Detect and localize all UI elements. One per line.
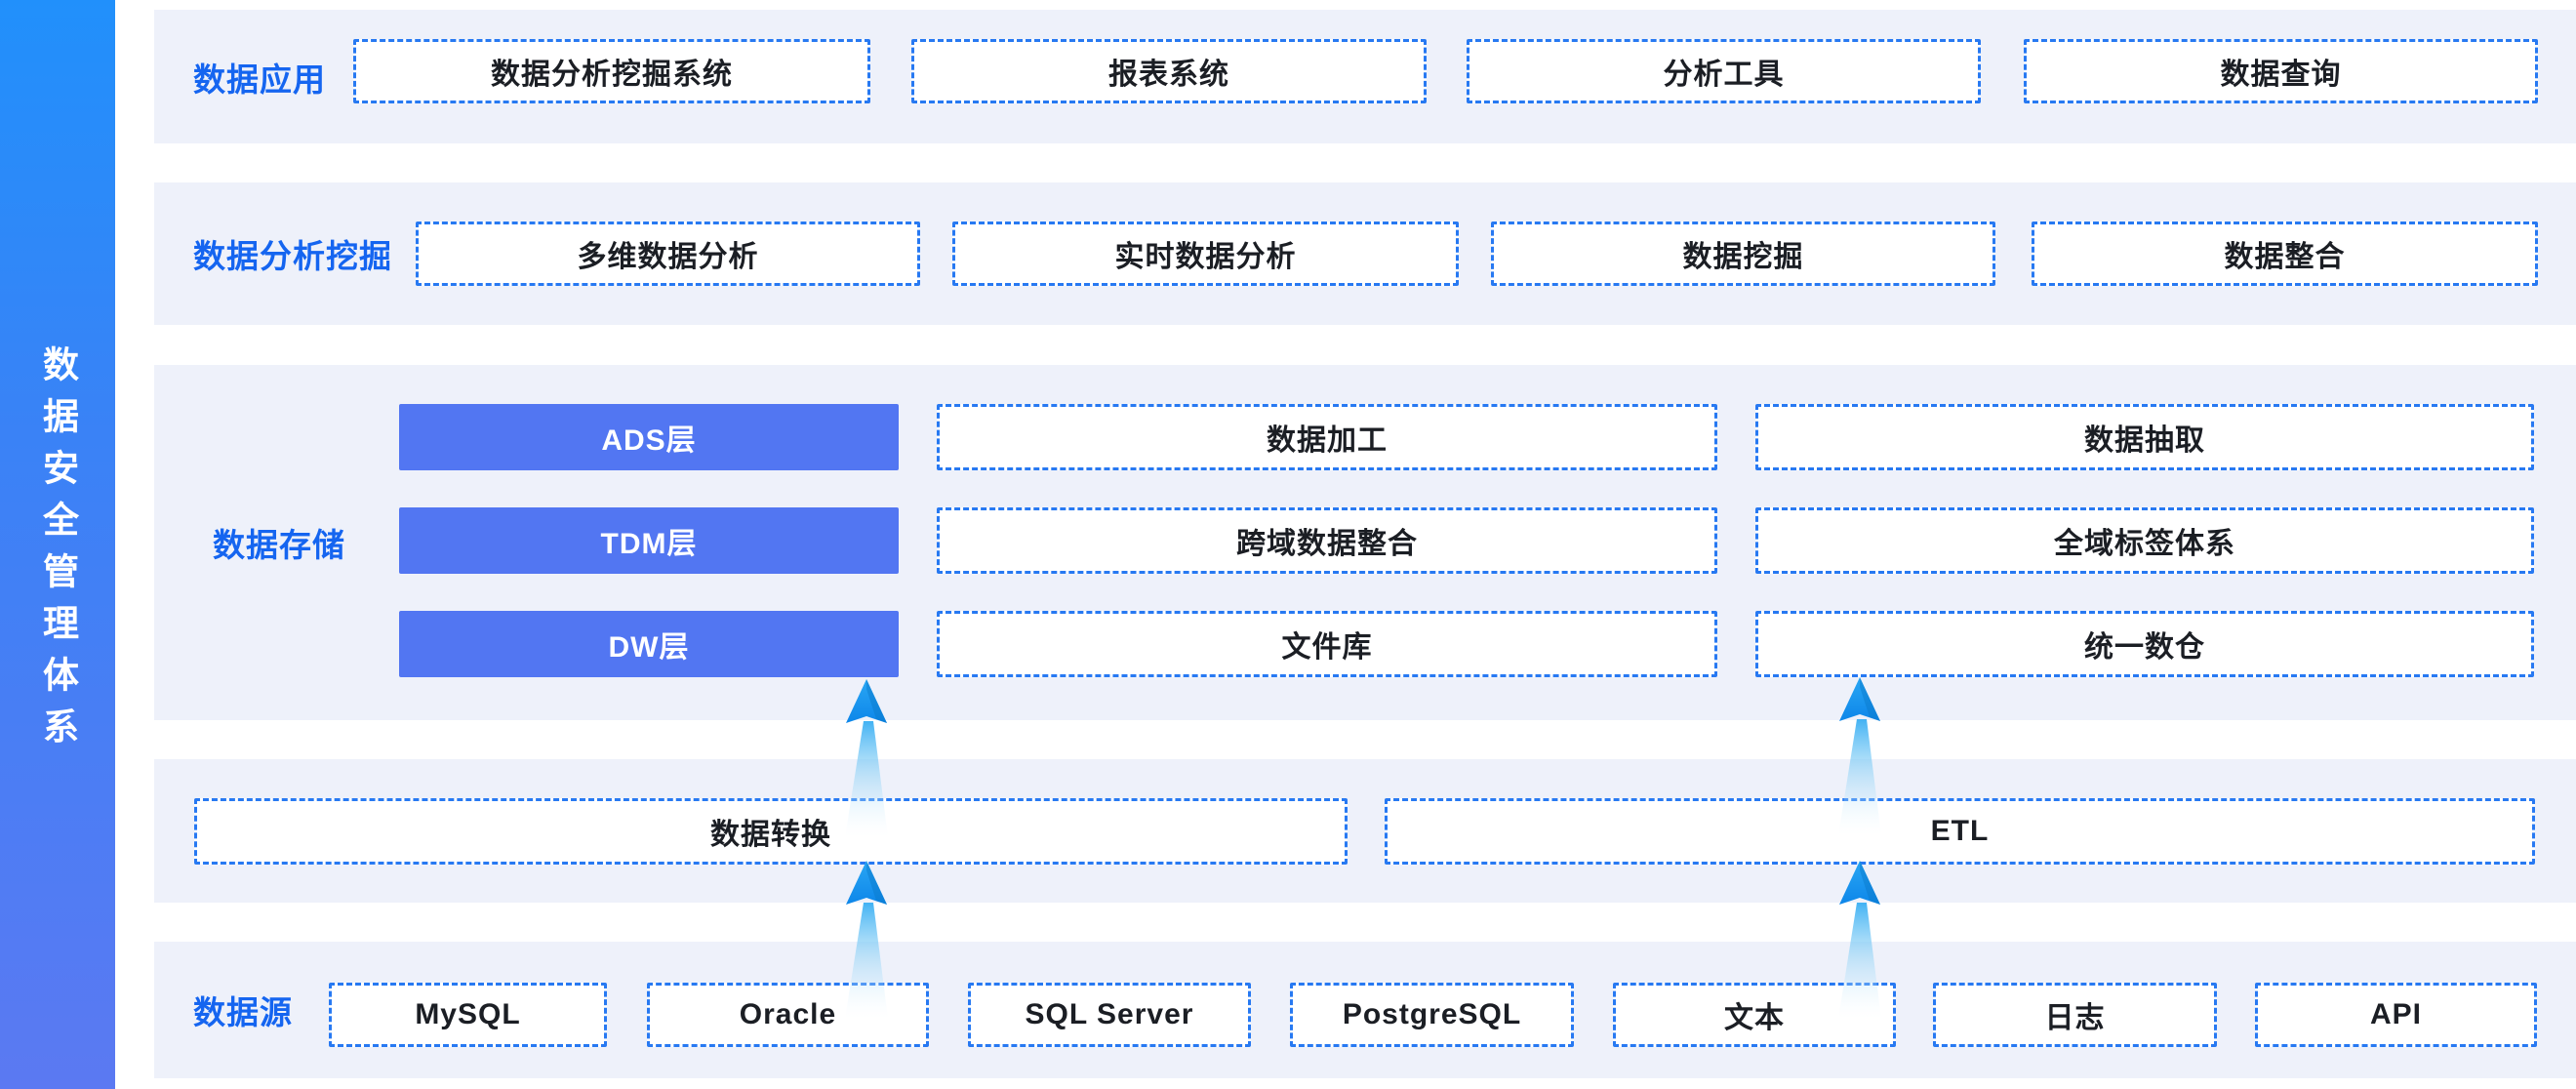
box-unified-warehouse: 统一数仓 (1755, 611, 2534, 677)
box-log-source: 日志 (1933, 983, 2217, 1047)
box-data-processing: 数据加工 (937, 404, 1717, 470)
box-data-extraction: 数据抽取 (1755, 404, 2534, 470)
box-tdm-layer: TDM层 (399, 507, 899, 574)
box-etl: ETL (1385, 798, 2535, 865)
box-global-tag-system: 全域标签体系 (1755, 507, 2534, 574)
box-realtime-analysis: 实时数据分析 (952, 222, 1459, 286)
security-system-banner: 数据安全管理体系 (0, 0, 115, 1089)
layer-label-application: 数据应用 (193, 60, 326, 98)
box-analysis-tools: 分析工具 (1467, 39, 1981, 103)
box-data-mining: 数据挖掘 (1491, 222, 1995, 286)
box-postgresql: PostgreSQL (1290, 983, 1574, 1047)
box-data-analysis-mining-system: 数据分析挖掘系统 (353, 39, 870, 103)
box-report-system: 报表系统 (911, 39, 1427, 103)
box-cross-domain-integration: 跨域数据整合 (937, 507, 1717, 574)
box-ads-layer: ADS层 (399, 404, 899, 470)
box-text-source: 文本 (1613, 983, 1896, 1047)
box-data-transform: 数据转换 (194, 798, 1348, 865)
layer-label-analysis-mining: 数据分析挖掘 (193, 238, 392, 274)
box-multidimensional-analysis: 多维数据分析 (416, 222, 920, 286)
layer-label-storage: 数据存储 (213, 527, 345, 563)
box-file-library: 文件库 (937, 611, 1717, 677)
layer-label-source: 数据源 (193, 994, 293, 1030)
box-dw-layer: DW层 (399, 611, 899, 677)
security-system-title: 数据安全管理体系 (37, 345, 78, 759)
box-data-query: 数据查询 (2024, 39, 2538, 103)
box-oracle: Oracle (647, 983, 929, 1047)
box-mysql: MySQL (329, 983, 607, 1047)
box-data-integration: 数据整合 (2032, 222, 2538, 286)
box-api-source: API (2255, 983, 2537, 1047)
box-sql-server: SQL Server (968, 983, 1251, 1047)
